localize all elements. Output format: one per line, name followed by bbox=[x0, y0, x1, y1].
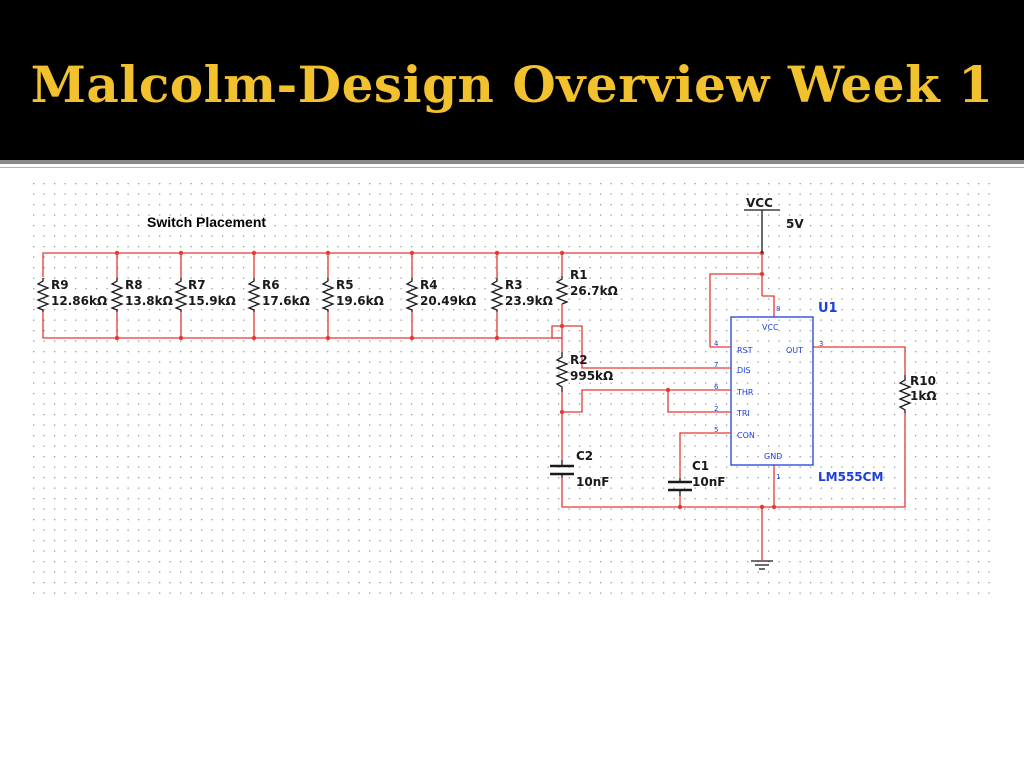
vcc-value: 5V bbox=[786, 217, 804, 231]
resistor-r1-ref: R1 bbox=[570, 268, 588, 282]
resistor-r9-symbol bbox=[36, 278, 50, 312]
resistor-r10-ref: R10 bbox=[910, 374, 936, 388]
divider bbox=[0, 160, 1024, 164]
ic-pin-number: 8 bbox=[776, 305, 780, 313]
ic-pin-number: 5 bbox=[714, 426, 718, 434]
resistor-r9-ref: R9 bbox=[51, 278, 69, 292]
resistor-r6-value: 17.6kΩ bbox=[262, 294, 310, 308]
ic-pin-number: 4 bbox=[714, 340, 719, 348]
ic-pin-numbers: 8 4 3 7 6 2 5 1 bbox=[714, 305, 823, 481]
capacitor-c2-value: 10nF bbox=[576, 475, 609, 489]
wires bbox=[42, 252, 906, 550]
title-band bbox=[0, 0, 1024, 160]
resistor-r6-ref: R6 bbox=[262, 278, 280, 292]
ic-pin-number: 6 bbox=[714, 383, 719, 391]
ic-part-label: LM555CM bbox=[818, 470, 883, 484]
ic-pin-name: GND bbox=[764, 452, 782, 461]
resistor-symbols bbox=[36, 276, 912, 413]
capacitor-c1-value: 10nF bbox=[692, 475, 725, 489]
resistor-r3-ref: R3 bbox=[505, 278, 523, 292]
resistor-r10-symbol bbox=[898, 375, 912, 413]
ic-pin-names: VCC RST OUT DIS THR TRI CON GND bbox=[736, 323, 803, 461]
ic-pin-number: 1 bbox=[776, 473, 780, 481]
resistor-r8-value: 13.8kΩ bbox=[125, 294, 173, 308]
divider-gap bbox=[0, 164, 1024, 167]
resistor-r1-value: 26.7kΩ bbox=[570, 284, 618, 298]
slide-title: Malcolm-Design Overview Week 1 bbox=[30, 55, 994, 114]
resistor-r8-symbol bbox=[110, 278, 124, 312]
ic-u1-body bbox=[730, 316, 814, 466]
resistor-r9-value: 12.86kΩ bbox=[51, 294, 107, 308]
resistor-r3-value: 23.9kΩ bbox=[505, 294, 553, 308]
resistor-r6-symbol bbox=[247, 278, 261, 312]
ground-icon bbox=[751, 550, 773, 570]
ic-pin-number: 7 bbox=[714, 361, 718, 369]
vcc-label: VCC bbox=[746, 196, 773, 210]
resistor-r5-ref: R5 bbox=[336, 278, 354, 292]
divider-thin bbox=[0, 167, 1024, 168]
ic-pin-number: 3 bbox=[819, 340, 823, 348]
resistor-r7-value: 15.9kΩ bbox=[188, 294, 236, 308]
resistor-r2-symbol bbox=[555, 352, 569, 392]
resistor-r4-value: 20.49kΩ bbox=[420, 294, 476, 308]
capacitor-c2-ref: C2 bbox=[576, 449, 593, 463]
ic-pin-name: CON bbox=[737, 431, 755, 440]
ic-pin-name: VCC bbox=[762, 323, 779, 332]
resistor-r3-symbol bbox=[490, 278, 504, 312]
resistor-r5-value: 19.6kΩ bbox=[336, 294, 384, 308]
resistor-r1-symbol bbox=[555, 276, 569, 305]
resistor-r2-ref: R2 bbox=[570, 353, 588, 367]
ic-u1-pin-stubs bbox=[710, 346, 731, 434]
resistor-r4-symbol bbox=[405, 278, 419, 312]
resistor-r8-ref: R8 bbox=[125, 278, 143, 292]
ic-pin-name: TRI bbox=[736, 409, 750, 418]
ic-ref-label: U1 bbox=[818, 301, 838, 316]
junctions bbox=[114, 250, 777, 510]
resistor-r7-symbol bbox=[174, 278, 188, 312]
ic-pin-name: OUT bbox=[786, 346, 803, 355]
ic-pin-name: DIS bbox=[737, 366, 751, 375]
component-labels: R9 12.86kΩ R8 13.8kΩ R7 15.9kΩ R6 17.6kΩ… bbox=[51, 268, 937, 489]
capacitor-c1-ref: C1 bbox=[692, 459, 709, 473]
resistor-r7-ref: R7 bbox=[188, 278, 206, 292]
ic-pin-name: THR bbox=[736, 388, 754, 397]
vcc-symbol bbox=[744, 209, 780, 253]
resistor-r2-value: 995kΩ bbox=[570, 369, 613, 383]
ic-pin-name: RST bbox=[737, 346, 753, 355]
resistor-r4-ref: R4 bbox=[420, 278, 438, 292]
resistor-r5-symbol bbox=[321, 278, 335, 312]
grid-background bbox=[30, 180, 992, 595]
switch-placement-note: Switch Placement bbox=[147, 214, 266, 230]
resistor-r10-value: 1kΩ bbox=[910, 389, 937, 403]
capacitor-leads bbox=[561, 460, 681, 496]
ic-pin-number: 2 bbox=[714, 405, 718, 413]
